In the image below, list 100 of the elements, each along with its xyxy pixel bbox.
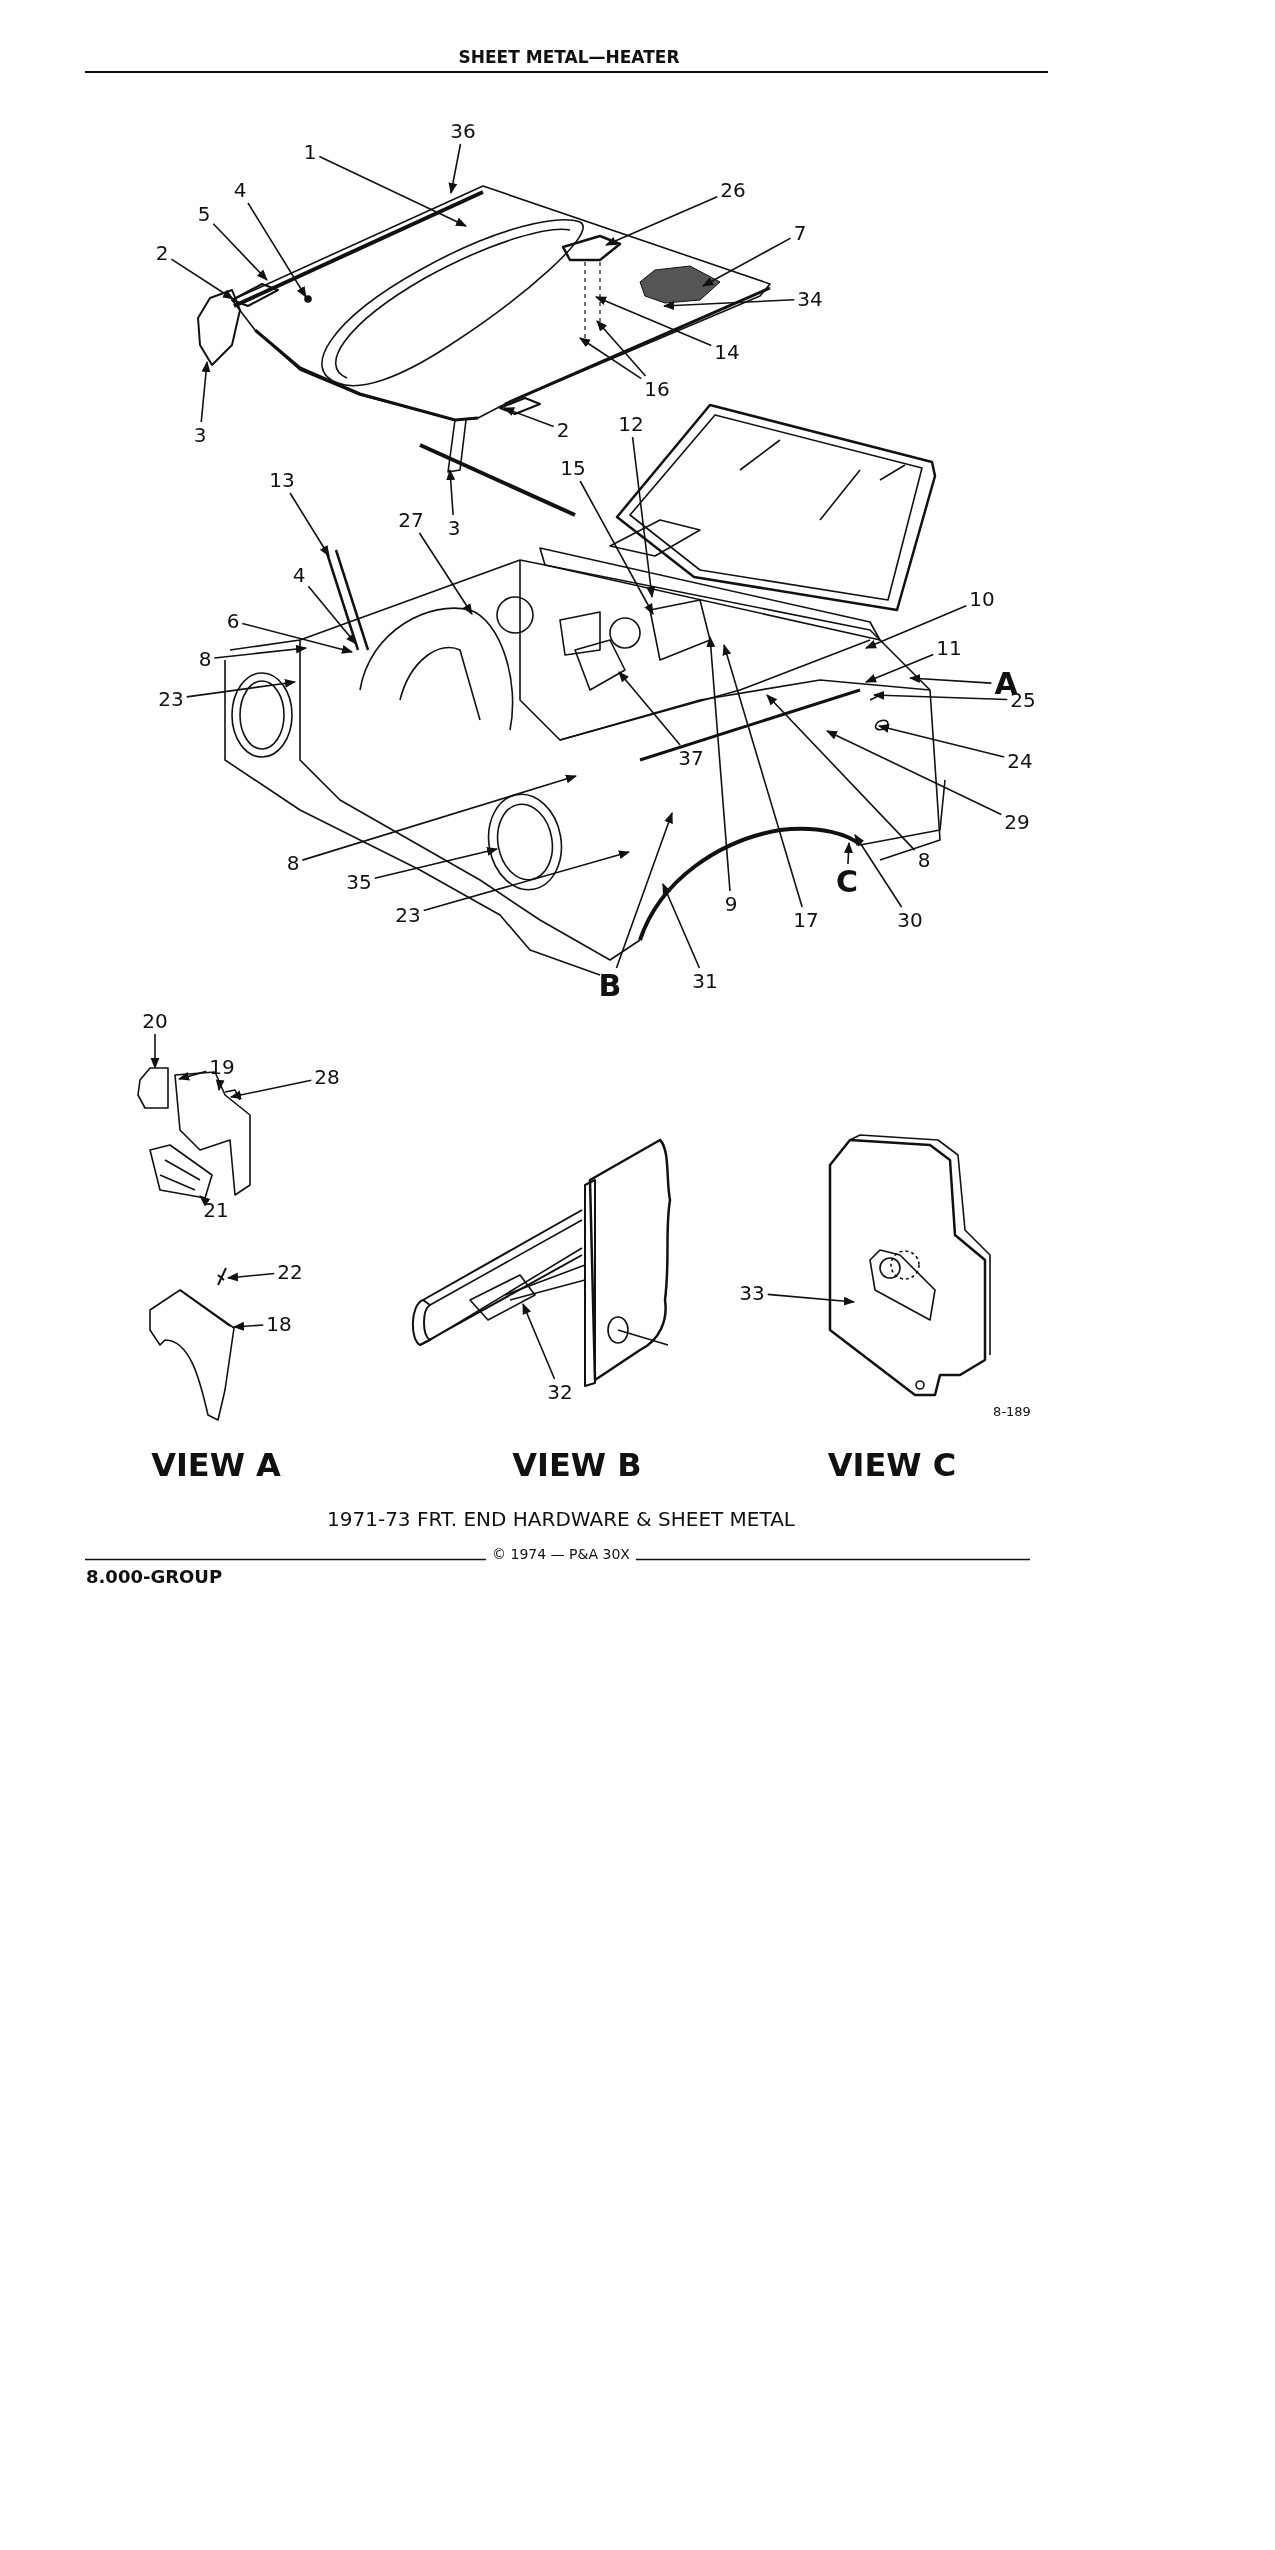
leader-line (150, 1033, 160, 1070)
callout-number: 33 (738, 1282, 766, 1304)
leader-line (877, 724, 1006, 758)
leader-line (422, 850, 631, 912)
leader-line (301, 774, 578, 861)
callout-number: 8 (197, 648, 213, 670)
leader-line (289, 492, 330, 557)
leader-line (596, 320, 647, 377)
callout-number: 5 (196, 203, 212, 225)
leader-line (247, 202, 307, 298)
callout-number: 8 (916, 849, 932, 871)
callout-number: 18 (265, 1313, 293, 1335)
callout-number: 28 (313, 1066, 341, 1088)
callout-number: 6 (225, 610, 241, 632)
leader-line (604, 196, 719, 246)
leader-line (229, 1079, 313, 1100)
leader-line (662, 298, 796, 310)
callout-number: 3 (192, 424, 208, 446)
leader-line (200, 360, 211, 423)
callout-number: 34 (796, 288, 824, 310)
callout-number: 23 (157, 688, 185, 710)
callout-number: 30 (896, 909, 924, 931)
leader-line (631, 436, 656, 599)
leader-line (579, 480, 654, 615)
callout-number: 20 (141, 1010, 169, 1032)
callout-number: 2 (555, 419, 571, 441)
rail-bracket-drawing (411, 1138, 672, 1387)
leader-line (766, 1293, 856, 1306)
leader-line (615, 811, 673, 969)
leader-line (618, 671, 681, 746)
callout-number: 26 (719, 179, 747, 201)
leader-line (177, 1070, 208, 1081)
leader-line (448, 143, 462, 195)
hood-drawing (197, 185, 771, 473)
leader-line (418, 532, 473, 615)
view-reference-letter: C (835, 866, 859, 898)
callout-number: 24 (1006, 750, 1034, 772)
callout-number: 14 (713, 341, 741, 363)
leader-line (864, 604, 968, 649)
leader-line (226, 1272, 276, 1282)
callout-number: 2 (154, 242, 170, 264)
leader-line (170, 258, 234, 300)
group-number: 8.000-GROUP (86, 1567, 223, 1587)
callout-number: 15 (559, 457, 587, 479)
callout-number: 12 (617, 413, 645, 435)
leader-line (722, 643, 803, 908)
callout-number: 32 (546, 1381, 574, 1403)
callout-number: 9 (723, 893, 739, 915)
view-reference-letter: B (597, 970, 623, 1002)
leader-line (579, 337, 643, 380)
figure-caption: 1971-73 FRT. END HARDWARE & SHEET METAL (327, 1508, 795, 1530)
callout-number: 19 (208, 1056, 236, 1078)
callout-number: 4 (291, 564, 307, 586)
leader-line (854, 834, 903, 908)
leader-line (373, 847, 499, 880)
leader-line (594, 296, 713, 347)
callout-number: 23 (394, 904, 422, 926)
callout-number: 31 (691, 970, 719, 992)
callout-number: 27 (397, 509, 425, 531)
callout-number: 22 (276, 1261, 304, 1283)
view-title: VIEW A (151, 1448, 281, 1484)
leader-line (185, 678, 297, 698)
fender-drawing (149, 1267, 235, 1421)
callout-number: 29 (1003, 811, 1031, 833)
leader-line (213, 644, 308, 659)
figure-number: 8-189 (993, 1405, 1031, 1420)
callout-number: 35 (345, 871, 373, 893)
leader-line (215, 1079, 225, 1092)
callout-number: 1 (302, 141, 318, 163)
leader-line (307, 585, 357, 645)
leader-line (232, 1321, 265, 1331)
callout-number: 3 (446, 517, 462, 539)
view-title: VIEW C (827, 1448, 957, 1484)
leader-line (446, 468, 456, 516)
leader-line (662, 882, 701, 969)
callout-number: 17 (792, 909, 820, 931)
panel-drawing (828, 1134, 991, 1397)
callout-number: 13 (268, 469, 296, 491)
callout-number: 11 (935, 637, 963, 659)
leader-line (872, 690, 1009, 701)
callout-number: 7 (792, 222, 808, 244)
callout-number: 21 (202, 1199, 230, 1221)
leader-line (241, 622, 354, 654)
view-title: VIEW B (512, 1448, 642, 1484)
leader-line (844, 841, 853, 865)
copyright-note: © 1974 — P&A 30X (492, 1547, 630, 1563)
leader-line (706, 635, 731, 892)
callout-number: 36 (449, 120, 477, 142)
page-title: SHEET METAL—HEATER (458, 48, 680, 67)
leader-line (702, 237, 792, 287)
callout-number: 10 (968, 588, 996, 610)
leader-line (318, 155, 467, 227)
callout-number: 8 (285, 852, 301, 874)
leader-line (826, 730, 1003, 816)
leader-line (908, 674, 993, 684)
callout-number: 4 (232, 179, 248, 201)
leader-line (864, 653, 935, 683)
callout-number: 37 (677, 747, 705, 769)
leader-line (199, 1195, 211, 1206)
leader-line (766, 694, 916, 851)
